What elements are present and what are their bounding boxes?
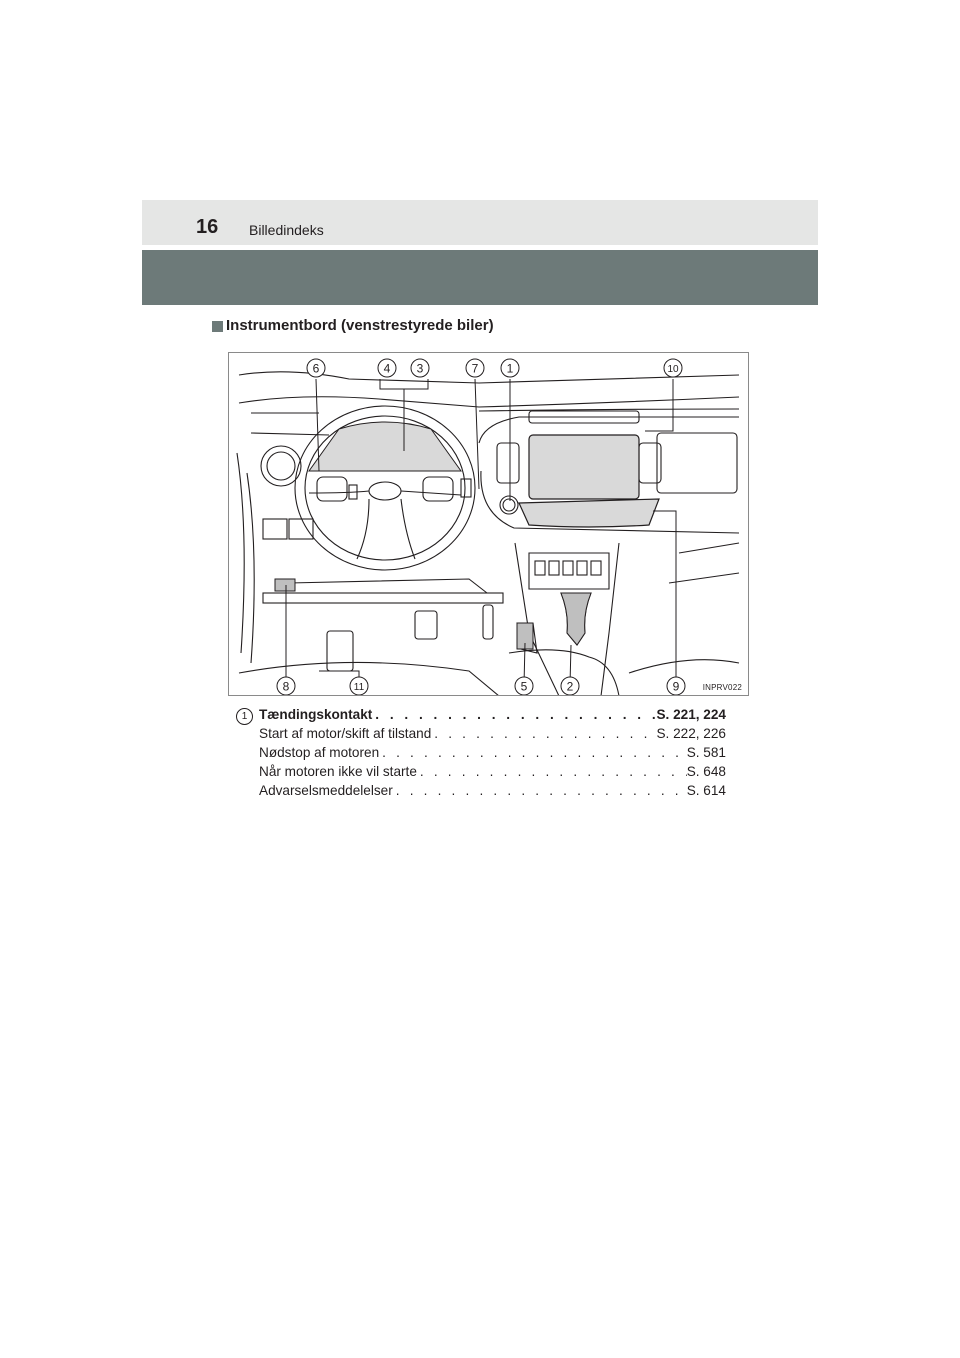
entry-item-label: Nødstop af motoren xyxy=(259,745,380,760)
entry-item: Når motoren ikke vil starte S. 648 xyxy=(259,764,726,783)
svg-text:3: 3 xyxy=(417,362,424,376)
entry-item-label: Advarselsmeddelelser xyxy=(259,783,393,798)
callouts-layer: 6 4 3 7 1 10 8 11 5 2 9 xyxy=(276,358,686,695)
callout-6: 6 xyxy=(306,358,326,378)
svg-text:9: 9 xyxy=(673,680,680,694)
svg-text:11: 11 xyxy=(354,682,365,693)
entry-title-row: Tændingskontakt S. 221, 224 xyxy=(259,707,726,726)
callout-3: 3 xyxy=(410,358,430,378)
entry-item-ref: S. 648 xyxy=(686,764,726,779)
svg-text:2: 2 xyxy=(567,680,574,694)
callout-5: 5 xyxy=(514,676,534,695)
callout-9: 9 xyxy=(666,676,686,695)
svg-text:1: 1 xyxy=(507,362,514,376)
svg-text:4: 4 xyxy=(384,362,391,376)
entry-item-label: Når motoren ikke vil starte xyxy=(259,764,417,779)
dot-leader xyxy=(393,783,687,798)
entry-item-ref: S. 614 xyxy=(686,783,726,798)
dashboard-drawing xyxy=(236,371,740,695)
entry-item: Nødstop af motoren S. 581 xyxy=(259,745,726,764)
entry-title-ref: S. 221, 224 xyxy=(656,707,726,722)
page-number: 16 xyxy=(196,216,219,238)
svg-text:5: 5 xyxy=(521,680,528,694)
callout-11: 11 xyxy=(349,676,369,695)
svg-text:7: 7 xyxy=(472,362,479,376)
svg-text:10: 10 xyxy=(667,364,679,375)
callout-7: 7 xyxy=(465,358,485,378)
dot-leader xyxy=(431,726,656,741)
callout-10: 10 xyxy=(663,358,683,378)
dot-leader xyxy=(372,707,656,722)
entry-item-label: Start af motor/skift af tilstand xyxy=(259,726,432,741)
entry-item: Advarselsmeddelelser S. 614 xyxy=(259,783,726,802)
dashboard-illustration: 6 4 3 7 1 10 8 11 5 2 9 INPRV022 xyxy=(228,352,749,696)
header-bar xyxy=(142,200,818,245)
section-title: Billedindeks xyxy=(249,222,324,238)
entry-item-ref: S. 222, 226 xyxy=(656,726,726,741)
svg-text:6: 6 xyxy=(313,362,320,376)
section-banner xyxy=(142,250,818,305)
figure-code: INPRV022 xyxy=(702,683,742,692)
callout-1: 1 xyxy=(500,358,520,378)
entry-number: 1 xyxy=(236,708,253,725)
callout-8: 8 xyxy=(276,676,296,695)
svg-text:8: 8 xyxy=(283,680,290,694)
entry-title: Tændingskontakt xyxy=(259,707,373,722)
entry-item-ref: S. 581 xyxy=(686,745,726,760)
callout-2: 2 xyxy=(560,676,580,695)
heading-square-icon xyxy=(212,321,223,332)
dot-leader xyxy=(379,745,687,760)
dot-leader xyxy=(417,764,687,779)
entry-item: Start af motor/skift af tilstand S. 222,… xyxy=(259,726,726,745)
entry-1: 1 Tændingskontakt S. 221, 224 Start af m… xyxy=(236,707,726,802)
sub-heading: Instrumentbord (venstrestyrede biler) xyxy=(226,317,494,334)
callout-4: 4 xyxy=(377,358,397,378)
